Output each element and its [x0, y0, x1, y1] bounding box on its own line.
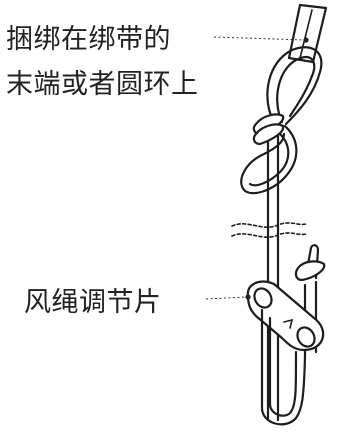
rope-main-strands [266, 116, 280, 422]
rope-bottom-loop [260, 308, 307, 426]
top-leader-line [213, 36, 309, 43]
adjuster-plate [246, 280, 325, 352]
rope-tail [294, 244, 326, 282]
rope-loop-around-strap [266, 46, 323, 126]
upper-knot [240, 113, 298, 195]
label-tensioner: 风绳调节片 [24, 287, 162, 318]
bottom-leader-line [205, 294, 251, 300]
label-tie-location-line2: 末端或者圆环上 [6, 69, 199, 100]
rope-break-marks [231, 222, 307, 238]
label-tie-location-line1: 捆绑在绑带的 [6, 24, 171, 55]
strap-bar [287, 3, 328, 64]
